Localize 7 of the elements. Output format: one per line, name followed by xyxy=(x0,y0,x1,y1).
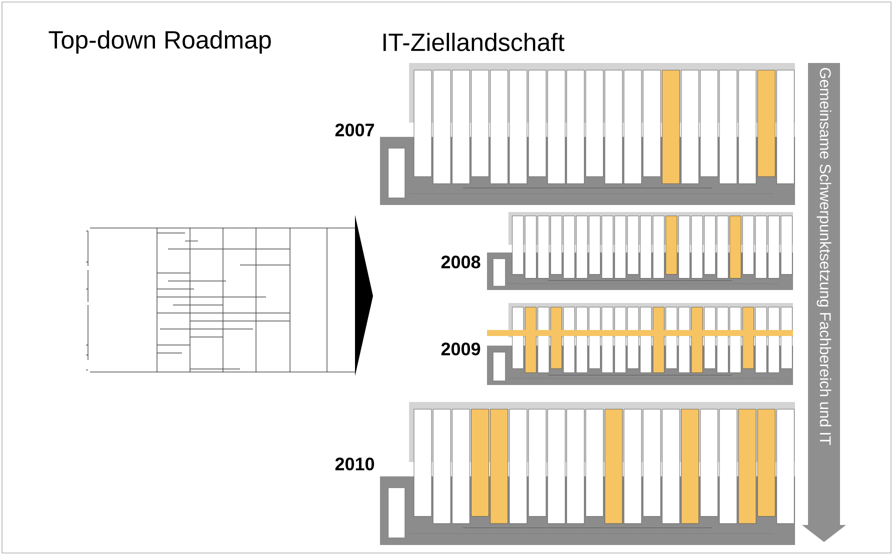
title: Top-down Roadmap xyxy=(48,30,271,54)
year-label: 2009 xyxy=(441,342,480,356)
title: IT-Ziellandschaft xyxy=(384,32,564,52)
year-label: 2010 xyxy=(335,458,374,470)
year-label: 2008 xyxy=(441,256,480,268)
arrow-banner: Gemeinsame Schwerpunktsetzung Fachbereich und IT xyxy=(802,63,846,542)
year-label: 2007 xyxy=(335,124,374,136)
